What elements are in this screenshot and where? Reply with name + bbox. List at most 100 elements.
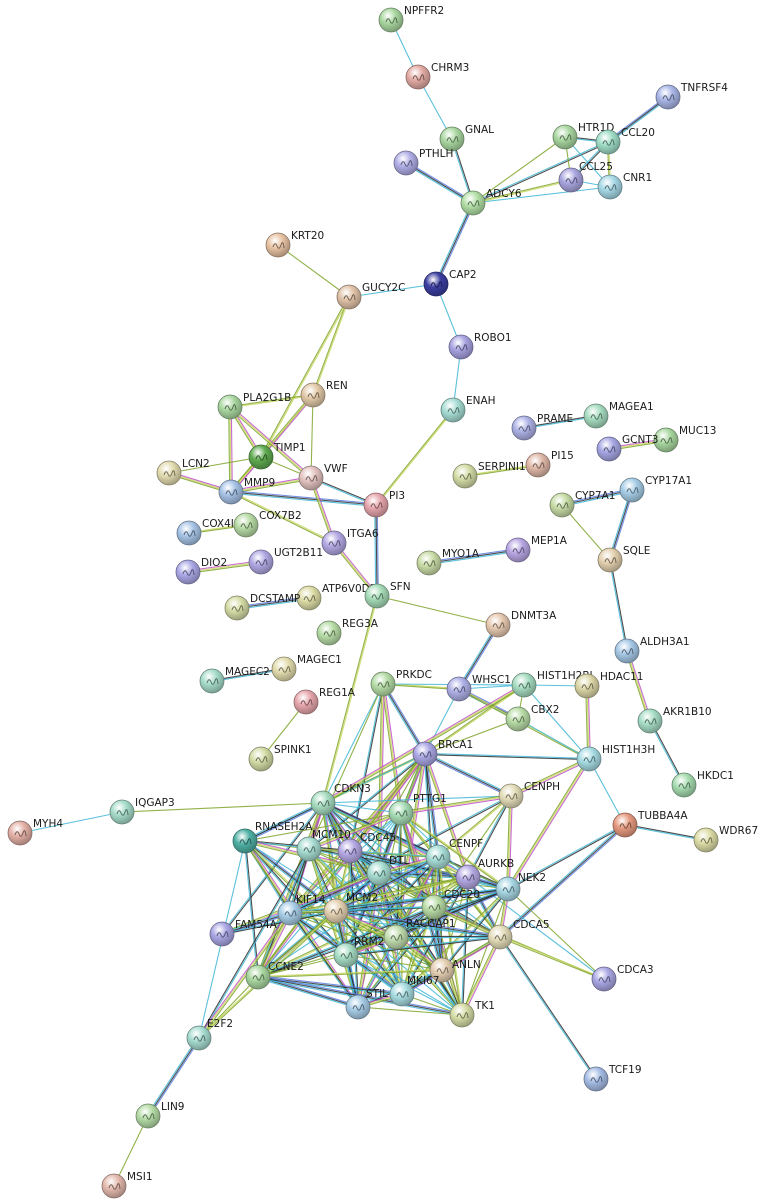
node-rnaseh2a[interactable]: RNASEH2A	[232, 821, 313, 854]
node-rrm2[interactable]: RRM2	[333, 936, 384, 968]
node-hist1h3h[interactable]: HIST1H3H	[576, 744, 655, 772]
node-circle[interactable]	[597, 547, 623, 573]
node-circle[interactable]	[583, 403, 609, 429]
node-circle[interactable]	[653, 427, 679, 453]
node-circle[interactable]	[383, 924, 409, 950]
node-tnfrsf4[interactable]: TNFRSF4	[655, 82, 728, 110]
node-circle[interactable]	[421, 894, 447, 920]
node-myo1a[interactable]: MYO1A	[416, 548, 480, 576]
node-vwf[interactable]: VWF	[298, 463, 348, 491]
node-mcm2[interactable]: MCM2	[323, 892, 378, 924]
node-pttg1[interactable]: PTTG1	[388, 793, 447, 826]
node-cenph[interactable]: CENPH	[498, 781, 560, 809]
node-dcstamp[interactable]: DCSTAMP	[224, 593, 300, 621]
node-circle[interactable]	[366, 860, 392, 886]
node-circle[interactable]	[345, 994, 371, 1020]
node-circle[interactable]	[175, 559, 201, 585]
node-circle[interactable]	[637, 708, 663, 734]
node-tubba4a[interactable]: TUBBA4A	[612, 810, 688, 838]
node-circle[interactable]	[7, 820, 33, 846]
node-magec1[interactable]: MAGEC1	[271, 654, 342, 682]
node-circle[interactable]	[423, 271, 449, 297]
node-circle[interactable]	[583, 1066, 609, 1092]
node-circle[interactable]	[487, 924, 513, 950]
node-timp1[interactable]: TIMP1	[248, 442, 306, 470]
node-dtl[interactable]: DTL	[366, 855, 409, 886]
node-circle[interactable]	[552, 124, 578, 150]
node-circle[interactable]	[310, 790, 336, 816]
node-circle[interactable]	[109, 799, 135, 825]
node-circle[interactable]	[298, 465, 324, 491]
node-prkdc[interactable]: PRKDC	[370, 669, 432, 697]
node-mep1a[interactable]: MEP1A	[505, 535, 568, 563]
node-circle[interactable]	[199, 668, 225, 694]
node-circle[interactable]	[364, 583, 390, 609]
node-mki67[interactable]: MKI67	[389, 975, 439, 1007]
node-circle[interactable]	[693, 827, 719, 853]
node-dnmt3a[interactable]: DNMT3A	[485, 610, 557, 638]
node-fam54a[interactable]: FAM54A	[209, 919, 278, 947]
node-circle[interactable]	[452, 463, 478, 489]
node-cap2[interactable]: CAP2	[423, 269, 477, 297]
node-cnr1[interactable]: CNR1	[597, 172, 652, 200]
node-circle[interactable]	[429, 957, 455, 983]
node-circle[interactable]	[439, 126, 465, 152]
node-circle[interactable]	[389, 981, 415, 1007]
node-circle[interactable]	[576, 746, 602, 772]
node-gucy2c[interactable]: GUCY2C	[336, 282, 405, 310]
node-cdca3[interactable]: CDCA3	[591, 964, 654, 992]
node-circle[interactable]	[176, 520, 202, 546]
node-iqgap3[interactable]: IQGAP3	[109, 797, 175, 825]
node-akr1b10[interactable]: AKR1B10	[637, 706, 712, 734]
node-circle[interactable]	[248, 746, 274, 772]
node-circle[interactable]	[612, 812, 638, 838]
node-circle[interactable]	[412, 741, 438, 767]
node-hdac11[interactable]: HDAC11	[574, 671, 644, 699]
node-circle[interactable]	[558, 167, 584, 193]
node-circle[interactable]	[671, 772, 697, 798]
node-hkdc1[interactable]: HKDC1	[671, 770, 734, 798]
node-circle[interactable]	[511, 415, 537, 441]
node-circle[interactable]	[232, 828, 258, 854]
node-kif14[interactable]: KIF14	[277, 894, 326, 926]
node-cbx2[interactable]: CBX2	[505, 704, 559, 732]
node-mmp9[interactable]: MMP9	[218, 477, 275, 505]
node-circle[interactable]	[224, 595, 250, 621]
node-lin9[interactable]: LIN9	[135, 1101, 184, 1129]
node-cdc20[interactable]: CDC20	[421, 889, 480, 920]
node-spink1[interactable]: SPINK1	[248, 744, 312, 772]
node-lcn2[interactable]: LCN2	[156, 458, 210, 486]
node-stil[interactable]: STIL	[345, 988, 388, 1020]
node-prame[interactable]: PRAME	[511, 413, 573, 441]
node-circle[interactable]	[596, 436, 622, 462]
node-circle[interactable]	[233, 512, 259, 538]
node-magea1[interactable]: MAGEA1	[583, 401, 654, 429]
node-reg1a[interactable]: REG1A	[293, 687, 356, 715]
node-circle[interactable]	[388, 800, 414, 826]
node-tcf19[interactable]: TCF19	[583, 1064, 642, 1092]
node-circle[interactable]	[209, 921, 235, 947]
node-aurkb[interactable]: AURKB	[455, 858, 514, 890]
node-circle[interactable]	[248, 444, 274, 470]
node-circle[interactable]	[655, 84, 681, 110]
node-circle[interactable]	[277, 900, 303, 926]
node-chrm3[interactable]: CHRM3	[405, 62, 469, 90]
node-pla2g1b[interactable]: PLA2G1B	[217, 392, 291, 420]
node-aldh3a1[interactable]: ALDH3A1	[614, 636, 690, 664]
node-circle[interactable]	[448, 334, 474, 360]
node-atp6v0d2[interactable]: ATP6V0D2	[296, 583, 376, 611]
node-adcy6[interactable]: ADCY6	[460, 188, 522, 216]
node-circle[interactable]	[370, 671, 396, 697]
node-circle[interactable]	[296, 585, 322, 611]
node-circle[interactable]	[245, 964, 271, 990]
node-gcnt3[interactable]: GCNT3	[596, 434, 658, 462]
node-circle[interactable]	[455, 864, 481, 890]
node-circle[interactable]	[574, 673, 600, 699]
node-cenpf[interactable]: CENPF	[425, 838, 483, 870]
node-cox7b2[interactable]: COX7B2	[233, 510, 302, 538]
node-ren[interactable]: REN	[300, 380, 348, 408]
node-circle[interactable]	[186, 1025, 212, 1051]
node-circle[interactable]	[591, 966, 617, 992]
node-cdkn3[interactable]: CDKN3	[310, 783, 371, 816]
node-sqle[interactable]: SQLE	[597, 545, 650, 573]
